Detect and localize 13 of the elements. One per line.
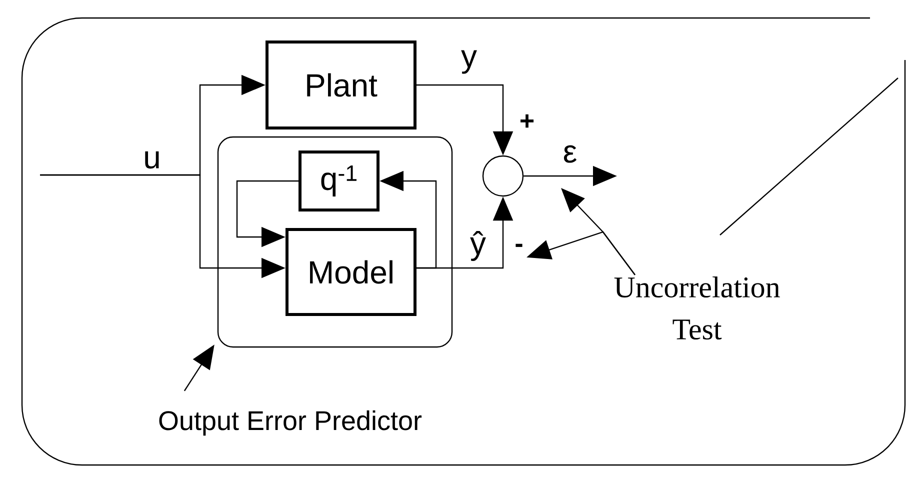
- edge-label: y: [461, 50, 477, 74]
- input-label: u: [145, 151, 159, 169]
- sign-label: -: [516, 244, 522, 247]
- delay-box: q$^{-1}$: [298, 150, 380, 212]
- summing-junction: [482, 155, 524, 197]
- process-box: Plant: [266, 40, 416, 130]
- process-box: Model: [286, 228, 416, 316]
- predictor-box: [217, 136, 453, 348]
- caption-text: Output Error Predictor: [159, 410, 422, 436]
- edge-label: ŷ: [470, 231, 486, 261]
- caption-text: Uncorrelation Test: [614, 276, 780, 340]
- sign-label: +: [520, 114, 534, 128]
- edge-label: ε: [564, 145, 577, 163]
